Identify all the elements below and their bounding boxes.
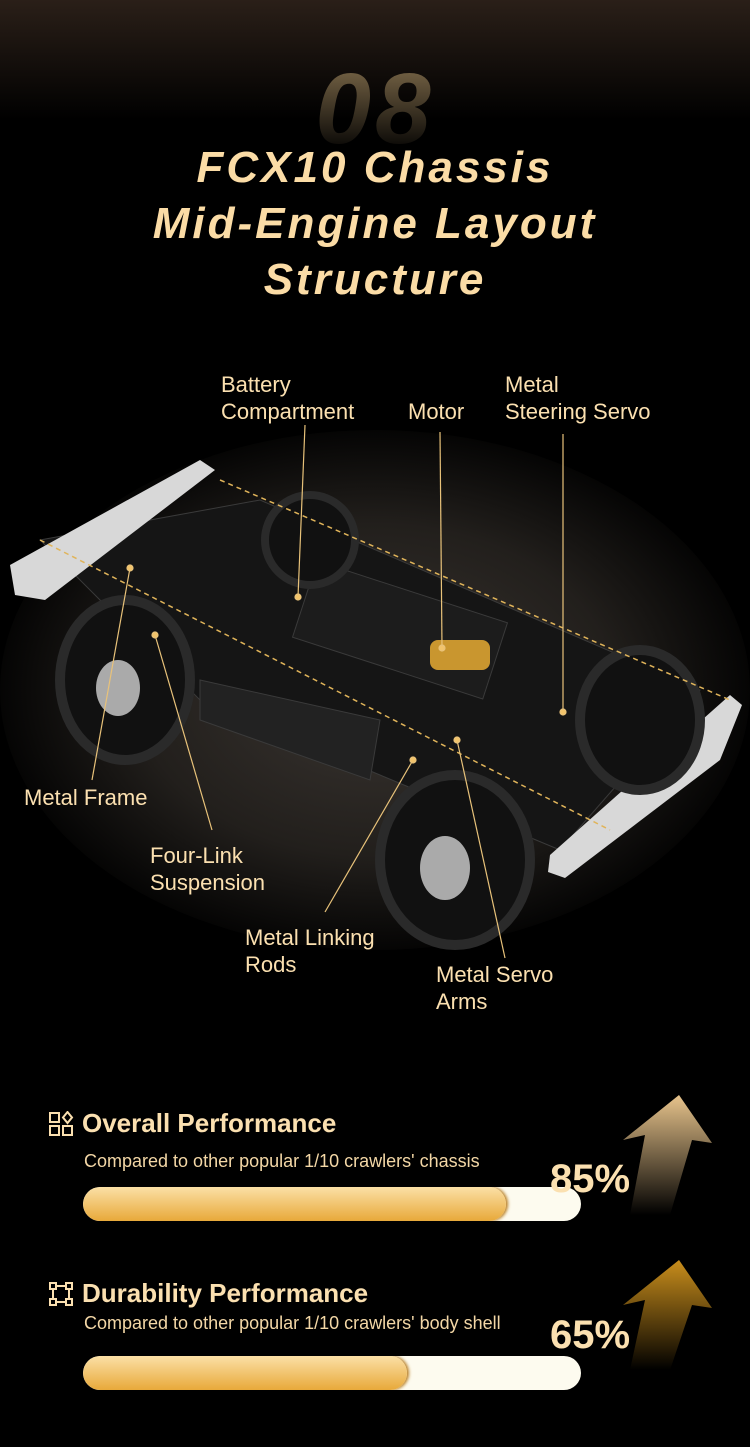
durability-performance-block: Durability Performance Compared to other… — [48, 1278, 708, 1398]
performance-percent: 65% — [550, 1313, 631, 1357]
performance-subtitle: Compared to other popular 1/10 crawlers'… — [84, 1313, 501, 1333]
page-title: FCX10 Chassis Mid-Engine Layout Structur… — [0, 140, 750, 308]
callout-text: Suspension — [150, 870, 265, 895]
bumper-front — [10, 460, 215, 600]
progress-fill — [83, 1356, 407, 1390]
performance-percent: 85% — [550, 1157, 631, 1201]
title-line: Structure — [263, 255, 487, 304]
callout-text: Metal Linking — [245, 925, 375, 950]
chassis-illustration — [10, 424, 742, 959]
callout-text: Four-Link — [150, 843, 243, 868]
overall-performance-block: Overall Performance Compared to other po… — [48, 1108, 708, 1228]
progress-bar — [83, 1187, 581, 1221]
up-arrow-icon — [623, 1095, 712, 1215]
progress-bar — [83, 1356, 581, 1390]
callout-text: Battery — [221, 372, 291, 397]
performance-subtitle: Compared to other popular 1/10 crawlers'… — [84, 1151, 480, 1171]
callout-text: Rods — [245, 952, 297, 977]
callout-metal-frame: Metal Frame — [24, 785, 148, 810]
section-number: 08 — [0, 52, 750, 167]
motor — [430, 640, 490, 670]
grid-diamond-icon — [49, 1110, 74, 1136]
callout-text: Compartment — [221, 399, 355, 424]
title-line: FCX10 Chassis — [196, 143, 554, 192]
title-line: Mid-Engine Layout — [152, 199, 598, 248]
frame-guides — [39, 479, 731, 831]
progress-fill — [83, 1187, 507, 1221]
up-arrow-icon — [623, 1260, 712, 1370]
callout-text: Metal — [505, 372, 559, 397]
performance-title: Overall Performance — [82, 1108, 337, 1138]
callout-text: Arms — [436, 989, 488, 1014]
callout-text: Steering Servo — [505, 399, 651, 424]
leader-lines — [91, 424, 567, 959]
frame-nodes-icon — [49, 1281, 73, 1306]
callout-text: Metal Servo — [436, 962, 554, 987]
callout-motor: Motor — [408, 399, 465, 424]
performance-title: Durability Performance — [82, 1278, 369, 1308]
top-gradient — [0, 0, 750, 120]
